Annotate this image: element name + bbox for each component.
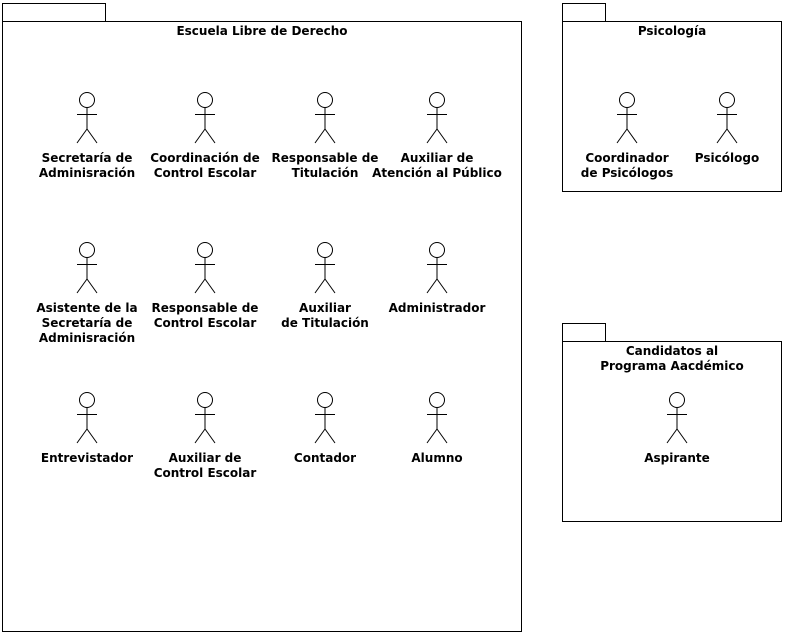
actor-figure-icon (194, 392, 216, 444)
actor-figure-icon (194, 92, 216, 144)
actor-label: Entrevistador (40, 451, 134, 465)
actor-figure-icon (76, 242, 98, 294)
actor-label: Auxiliar de Atención al Público (372, 151, 502, 180)
actor-label: Auxiliar de Titulación (281, 301, 369, 330)
actor-label: Responsable de Titulación (271, 151, 379, 180)
actor-figure-icon (314, 392, 336, 444)
actor-figure-icon (76, 392, 98, 444)
package-psicologia: Psicología (562, 21, 782, 192)
actor-label: Aspirante (644, 451, 710, 465)
actor-figure-icon (616, 92, 638, 144)
actor-label: Responsable de Control Escolar (151, 301, 259, 330)
actor-figure-icon (426, 92, 448, 144)
actor-label: Asistente de la Secretaría de Adminisrac… (36, 301, 138, 345)
package-candidatos: Candidatos al Programa Aacdémico (562, 341, 782, 522)
package-tab-escuela (2, 3, 106, 23)
actor-figure-icon (426, 242, 448, 294)
actor-label: Coordinador de Psicólogos (580, 151, 674, 180)
package-title-psicologia: Psicología (637, 24, 707, 38)
actor-label: Psicólogo (694, 151, 760, 165)
actor-label: Alumno (411, 451, 463, 465)
package-tab-psicologia (562, 3, 606, 23)
package-title-candidatos: Candidatos al Programa Aacdémico (600, 344, 744, 373)
package-tab-candidatos (562, 323, 606, 343)
actor-label: Coordinación de Control Escolar (150, 151, 260, 180)
actor-figure-icon (194, 242, 216, 294)
actor-figure-icon (716, 92, 738, 144)
actor-label: Contador (293, 451, 357, 465)
actor-label: Auxiliar de Control Escolar (153, 451, 257, 480)
actor-figure-icon (314, 242, 336, 294)
package-escuela: Escuela Libre de Derecho (2, 21, 522, 632)
actor-label: Administrador (388, 301, 486, 315)
actor-figure-icon (666, 392, 688, 444)
actor-figure-icon (426, 392, 448, 444)
actor-figure-icon (314, 92, 336, 144)
actor-label: Secretaría de Adminisración (38, 151, 136, 180)
package-title-escuela: Escuela Libre de Derecho (176, 24, 348, 38)
actor-figure-icon (76, 92, 98, 144)
